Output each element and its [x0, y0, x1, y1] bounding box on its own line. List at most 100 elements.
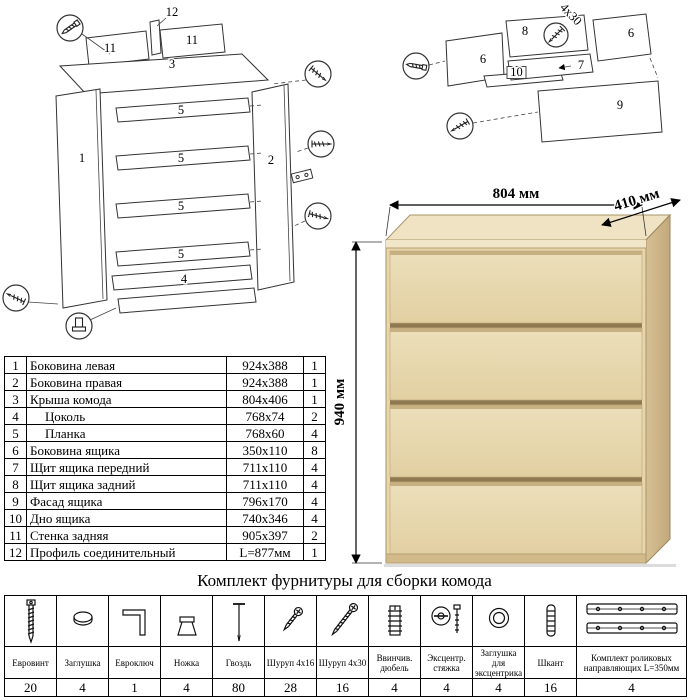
hardware-name: Заглушка [56, 646, 109, 679]
part-qty: 8 [303, 441, 326, 459]
depth-dimension-line [601, 198, 681, 227]
hardware-icon-cell [576, 595, 687, 647]
drawer-exploded-diagram: 6 8 6 7 10 9 4x30 [402, 2, 663, 143]
part-number: 8 [4, 475, 27, 493]
part-size: 350x110 [226, 441, 304, 459]
hardware-name: Шуруп 4х16 [264, 646, 317, 679]
hardware-icon-cell [160, 595, 213, 647]
back-panel-left-part [85, 30, 150, 67]
part-number: 10 [4, 509, 27, 527]
hardware-icon-cell [212, 595, 265, 647]
drawer-leader-lines [428, 57, 659, 124]
part-qty: 1 [303, 356, 326, 374]
part-number: 1 [4, 356, 27, 374]
part-label: 1 [79, 151, 85, 165]
drawer-front-3 [389, 404, 643, 478]
hardware-icon-cell [420, 595, 473, 647]
parts-table: 1 Боковина левая 924x388 1 2 Боковина пр… [4, 356, 326, 561]
hardware-name: Евроключ [108, 646, 161, 679]
part-name: Боковина правая [26, 373, 227, 391]
part-label: 11 [186, 33, 198, 47]
hardware-name: Комплект роликовых направляющих L=350мм [576, 646, 687, 679]
drawer-fronts [389, 250, 643, 555]
hardware-qty: 4 [160, 678, 213, 697]
hardware-qty: 4 [472, 678, 525, 697]
hardware-name: Ножка [160, 646, 213, 679]
part-qty: 2 [303, 526, 326, 544]
parts-row: 4 Цоколь 768x74 2 [4, 407, 326, 425]
hardware-qty: 4 [576, 678, 687, 697]
hardware-name: Евровинт [4, 646, 57, 679]
hardware-icon-cell [368, 595, 421, 647]
top-panel-part [58, 53, 270, 95]
hardware-name: Эксцентр. стяжка [420, 646, 473, 679]
drawer-front-2 [389, 327, 643, 401]
cam-lock-icon [430, 604, 461, 633]
part-label: 5 [178, 247, 184, 261]
dresser-body [384, 213, 676, 567]
drawer-front-4 [389, 481, 643, 555]
part-label: 5 [178, 151, 184, 165]
part-qty: 2 [303, 407, 326, 425]
part-number: 4 [4, 407, 27, 425]
parts-row: 11 Стенка задняя 905x397 2 [4, 526, 326, 544]
hardware-name: Шуруп 4х30 [316, 646, 369, 679]
parts-row: 9 Фасад ящика 796x170 4 [4, 492, 326, 510]
part-label: 11 [104, 41, 116, 55]
part-qty: 4 [303, 509, 326, 527]
parts-row: 8 Щит ящика задний 711x110 4 [4, 475, 326, 493]
part-qty: 1 [303, 543, 326, 561]
part-number: 9 [4, 492, 27, 510]
plinth-part [117, 287, 257, 314]
hardware-name: Гвоздь [212, 646, 265, 679]
part-label: 6 [628, 26, 634, 40]
hardware-qty: 80 [212, 678, 265, 697]
screw-4x30-icon [330, 603, 358, 637]
drawer-callouts [402, 22, 569, 140]
part-name: Планка [26, 424, 227, 442]
carcass-part-numbers: 12 11 11 3 1 2 5 5 5 5 4 [77, 4, 275, 288]
screw-4x16-icon [282, 606, 303, 632]
hardware-icon-cell [524, 595, 577, 647]
part-label: 12 [166, 5, 179, 19]
part-label: 7 [578, 58, 584, 72]
part-label: 5 [178, 103, 184, 117]
part-size: 768x60 [226, 424, 304, 442]
part-label: 8 [522, 24, 528, 38]
depth-dimension-label: 410 мм [612, 186, 661, 215]
nail-icon [232, 603, 245, 642]
part-size: 740x346 [226, 509, 304, 527]
part-size: 804x406 [226, 390, 304, 408]
parts-row: 12 Профиль соединительный L=877мм 1 [4, 543, 326, 561]
back-panel-right-part [159, 23, 226, 59]
part-qty: 4 [303, 458, 326, 476]
part-name: Щит ящика передний [26, 458, 227, 476]
hardware-qty: 1 [108, 678, 161, 697]
drawer-slides-icon [585, 603, 678, 634]
part-label: 3 [169, 57, 175, 71]
hex-key-icon [121, 609, 146, 636]
confirmat-screw-icon [25, 599, 36, 644]
part-number: 2 [4, 373, 27, 391]
hardware-icon-cell [316, 595, 369, 647]
part-size: 711x110 [226, 458, 304, 476]
part-size: 796x170 [226, 492, 304, 510]
hardware-kit-table: Евровинт Заглушка Евроключ Ножка Гвоздь … [4, 595, 687, 697]
foot-icon [176, 616, 197, 636]
right-side-panel-part [251, 83, 295, 291]
part-qty: 4 [303, 475, 326, 493]
part-name: Щит ящика задний [26, 475, 227, 493]
part-name: Дно ящика [26, 509, 227, 527]
hardware-qty: 4 [368, 678, 421, 697]
hardware-qty-row: 20 4 1 4 80 28 16 4 4 4 16 4 [4, 678, 687, 697]
height-dimension-label: 940 мм [332, 379, 348, 426]
hardware-name: Ввинчив. дюбель [368, 646, 421, 679]
drawer-front-1 [389, 250, 643, 324]
plinth-part [111, 264, 253, 291]
rail-part [115, 145, 251, 171]
hardware-name: Заглушка для эксцентрика [472, 646, 525, 679]
part-name: Профиль соединительный [26, 543, 227, 561]
hardware-icon-cell [56, 595, 109, 647]
assembled-dresser-render: 804 мм 410 мм 940 мм [331, 184, 681, 567]
